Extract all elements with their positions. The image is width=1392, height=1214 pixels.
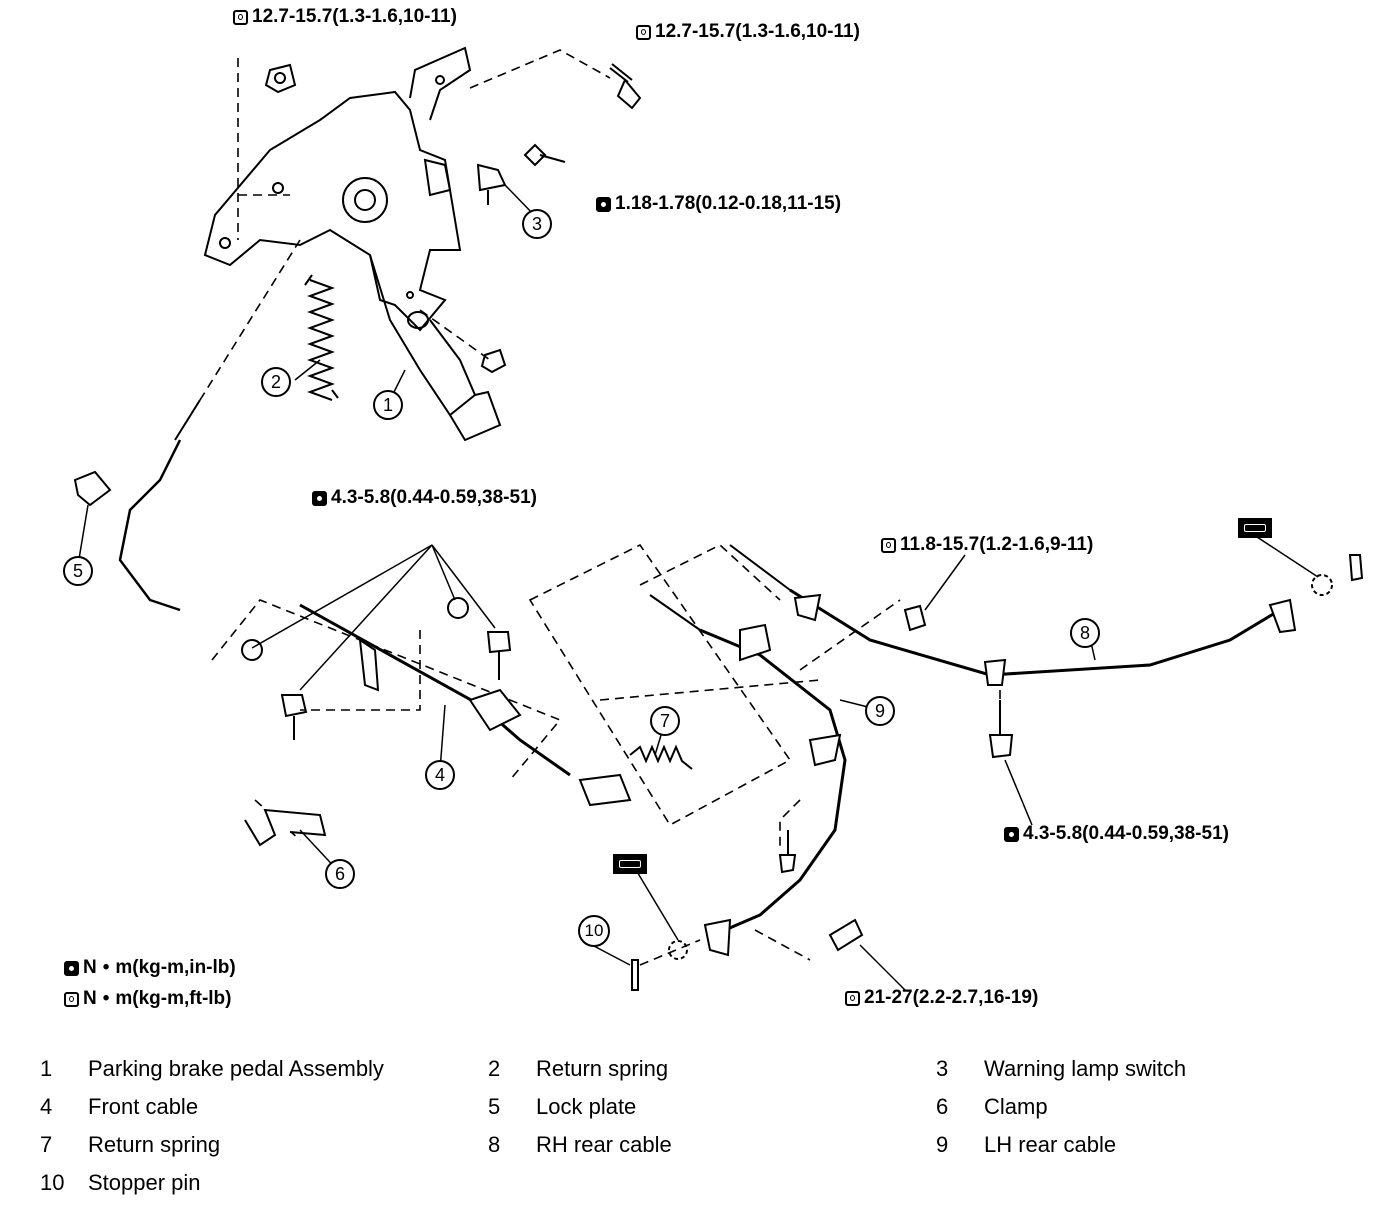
part-item: 2 Return spring: [488, 1056, 668, 1082]
part-name: Warning lamp switch: [984, 1056, 1187, 1081]
part-name: Clamp: [984, 1094, 1048, 1119]
part-item: 4 Front cable: [40, 1094, 198, 1120]
legend-dot: •: [102, 988, 110, 1009]
part-number: 3: [936, 1056, 949, 1081]
callout-7: 7: [650, 706, 680, 736]
part-item: 6 Clamp: [936, 1094, 1048, 1120]
legend-unit: m(kg-m,ft-lb): [115, 988, 232, 1009]
part-name: Return spring: [88, 1132, 221, 1157]
callout-9: 9: [865, 696, 895, 726]
callout-4: 4: [425, 760, 455, 790]
part-number: 6: [936, 1094, 949, 1119]
torque-label: 1.18-1.78(0.12-0.18,11-15): [596, 193, 841, 215]
filled-wrench-icon: [64, 960, 79, 976]
part-item: 8 RH rear cable: [488, 1132, 672, 1158]
part-number: 10: [40, 1170, 65, 1195]
filled-wrench-icon: [1004, 826, 1019, 842]
part-name: RH rear cable: [536, 1132, 672, 1157]
filled-wrench-icon: [596, 196, 611, 212]
pin-tool-icon: [1238, 518, 1272, 538]
torque-value: 1.18-1.78(0.12-0.18,11-15): [615, 193, 842, 214]
torque-value: 4.3-5.8(0.44-0.59,38-51): [1023, 823, 1229, 844]
part-number: 1: [40, 1056, 53, 1081]
parking-brake-exploded-diagram: [73, 46, 1364, 991]
part-item: 7 Return spring: [40, 1132, 220, 1158]
callout-number: 3: [531, 213, 542, 234]
callout-number: 5: [72, 560, 83, 581]
callout-8: 8: [1070, 618, 1100, 648]
torque-value: 21-27(2.2-2.7,16-19): [864, 987, 1039, 1008]
part-name: Return spring: [536, 1056, 669, 1081]
part-number: 9: [936, 1132, 949, 1157]
callout-number: 4: [434, 764, 445, 785]
part-name: Lock plate: [536, 1094, 637, 1119]
callout-number: 10: [584, 921, 604, 940]
torque-label: 12.7-15.7(1.3-1.6,10-11): [233, 6, 457, 28]
legend-unit-n: N: [83, 988, 97, 1009]
torque-value: 4.3-5.8(0.44-0.59,38-51): [331, 487, 537, 508]
part-number: 8: [488, 1132, 501, 1157]
torque-value: 11.8-15.7(1.2-1.6,9-11): [900, 534, 1094, 555]
torque-value: 12.7-15.7(1.3-1.6,10-11): [252, 6, 457, 27]
torque-label: 21-27(2.2-2.7,16-19): [845, 987, 1038, 1009]
part-name: Parking brake pedal Assembly: [88, 1056, 384, 1081]
torque-label: 4.3-5.8(0.44-0.59,38-51): [312, 487, 537, 509]
pin-tool-icon: [613, 854, 647, 874]
legend-unit: m(kg-m,in-lb): [115, 957, 236, 978]
callout-5: 5: [63, 556, 93, 586]
torque-value: 12.7-15.7(1.3-1.6,10-11): [655, 21, 860, 42]
part-number: 2: [488, 1056, 501, 1081]
part-item: 1 Parking brake pedal Assembly: [40, 1056, 384, 1082]
callout-number: 6: [334, 863, 345, 884]
part-item: 9 LH rear cable: [936, 1132, 1116, 1158]
part-name: Front cable: [88, 1094, 199, 1119]
part-name: LH rear cable: [984, 1132, 1117, 1157]
open-wrench-icon: [64, 991, 79, 1007]
part-name: Stopper pin: [88, 1170, 201, 1195]
part-item: 5 Lock plate: [488, 1094, 636, 1120]
callout-10: 10: [578, 915, 610, 947]
callout-number: 2: [270, 371, 281, 392]
torque-label: 4.3-5.8(0.44-0.59,38-51): [1004, 823, 1229, 845]
callout-number: 9: [874, 700, 885, 721]
legend-dot: •: [102, 957, 110, 978]
pedal-bracket-drawing: [203, 46, 502, 442]
filled-wrench-icon: [312, 490, 327, 506]
part-number: 7: [40, 1132, 53, 1157]
part-number: 4: [40, 1094, 53, 1119]
return-spring-drawing: [304, 274, 339, 401]
callout-number: 8: [1079, 622, 1090, 643]
part-number: 5: [488, 1094, 501, 1119]
open-wrench-icon: [233, 9, 248, 25]
legend-in-lb: N•m(kg-m,in-lb): [64, 957, 236, 979]
torque-label: 11.8-15.7(1.2-1.6,9-11): [881, 534, 1093, 556]
open-wrench-icon: [636, 24, 651, 40]
callout-number: 7: [659, 710, 670, 731]
open-wrench-icon: [881, 537, 896, 553]
legend-unit-n: N: [83, 957, 97, 978]
legend-ft-lb: N•m(kg-m,ft-lb): [64, 988, 231, 1010]
callout-2: 2: [261, 367, 291, 397]
part-item: 3 Warning lamp switch: [936, 1056, 1186, 1082]
callout-3: 3: [522, 209, 552, 239]
open-wrench-icon: [845, 990, 860, 1006]
callout-1: 1: [373, 390, 403, 420]
callout-number: 1: [382, 394, 393, 415]
part-item: 10 Stopper pin: [40, 1170, 201, 1196]
torque-label: 12.7-15.7(1.3-1.6,10-11): [636, 21, 860, 43]
callout-6: 6: [325, 859, 355, 889]
